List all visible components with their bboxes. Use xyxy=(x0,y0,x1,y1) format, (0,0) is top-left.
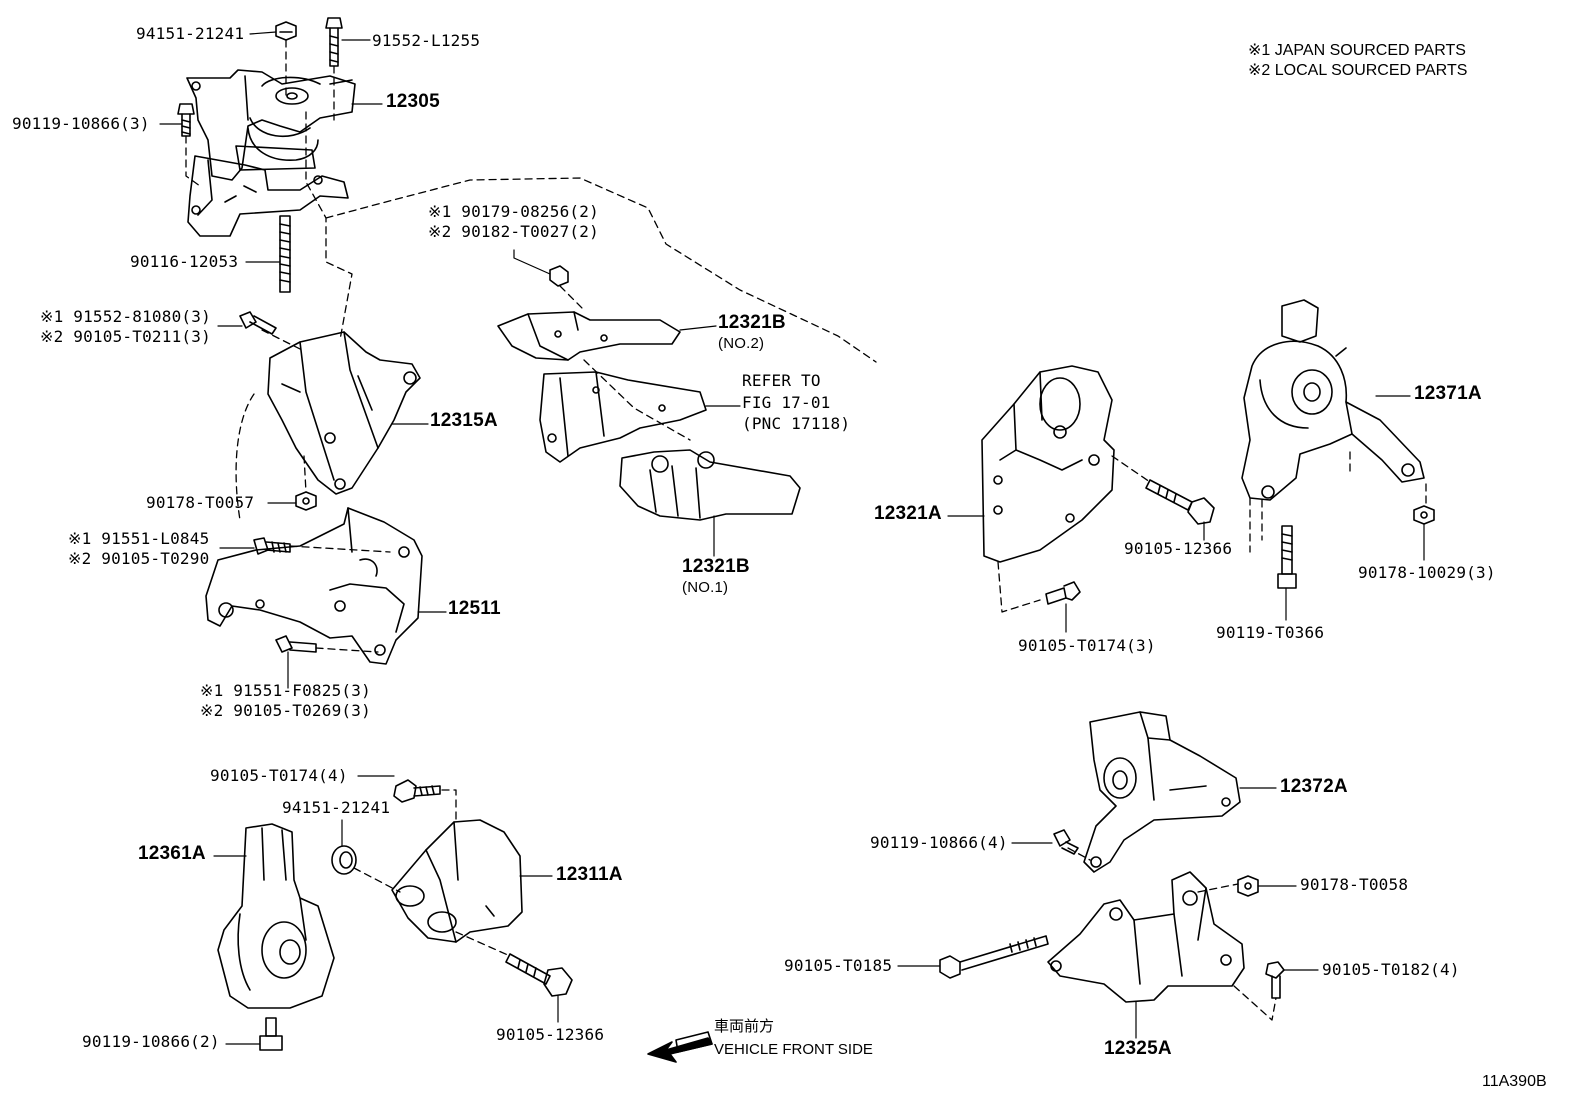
label-90178-T0058: 90178-T0058 xyxy=(1300,875,1409,894)
label-90179-08256: ※1 90179-08256(2) xyxy=(428,202,599,221)
label-90105-T0290: ※2 90105-T0290 xyxy=(68,549,210,568)
label-94151-21241-top: 94151-21241 xyxy=(136,24,245,43)
dashed-reference-lines xyxy=(185,39,1427,1021)
part-12305-engine-mount xyxy=(186,69,356,181)
label-12321A: 12321A xyxy=(874,503,942,524)
label-90105-T0269: ※2 90105-T0269(3) xyxy=(200,701,371,720)
label-90105-12366-right: 90105-12366 xyxy=(1124,539,1233,558)
bolt-91551-L0845 xyxy=(253,537,291,555)
label-90119-10866-4: 90119-10866(4) xyxy=(870,833,1008,852)
label-12315A: 12315A xyxy=(430,410,498,431)
nut-90178-T0057 xyxy=(295,491,317,511)
figure-id: 11A390B xyxy=(1482,1073,1547,1090)
note-local-sourced: ※2 LOCAL SOURCED PARTS xyxy=(1248,62,1468,79)
nut-90178-T0058 xyxy=(1237,875,1259,897)
label-fig-17-01: FIG 17-01 xyxy=(742,393,831,412)
part-12372A-mount xyxy=(1083,711,1241,873)
vehicle-front-arrow xyxy=(647,1031,713,1063)
bolt-90105-T0185 xyxy=(939,935,1049,979)
part-12315A-bracket xyxy=(267,331,421,495)
bolt-91551-F0825 xyxy=(275,635,317,653)
label-90119-10866-2: 90119-10866(2) xyxy=(82,1032,220,1051)
bolt-90119-10866-2 xyxy=(259,1017,283,1051)
bolt-90105-12366-bottom xyxy=(505,953,573,997)
label-90119-T0366: 90119-T0366 xyxy=(1216,623,1325,642)
part-refer-fig-17-01-bracket xyxy=(539,371,707,463)
label-90116-12053: 90116-12053 xyxy=(130,252,239,271)
label-90105-T0211: ※2 90105-T0211(3) xyxy=(40,327,211,346)
part-12321A-bracket xyxy=(981,365,1115,563)
label-90105-12366-bottom: 90105-12366 xyxy=(496,1025,605,1044)
label-90105-T0182-4: 90105-T0182(4) xyxy=(1322,960,1460,979)
bolt-90105-T0174-4 xyxy=(393,779,441,803)
label-no2: (NO.2) xyxy=(718,335,765,352)
part-12321B-no2 xyxy=(497,311,681,361)
label-12321B-no1: 12321B xyxy=(682,556,750,577)
label-91552-81080: ※1 91552-81080(3) xyxy=(40,307,211,326)
label-90119-10866-3: 90119-10866(3) xyxy=(12,114,150,133)
label-12372A: 12372A xyxy=(1280,776,1348,797)
part-12325A-bracket xyxy=(1047,871,1245,1003)
bolt-90105-T0182-4 xyxy=(1265,961,1285,999)
label-refer-to: REFER TO xyxy=(742,371,821,390)
label-12321B-no2: 12321B xyxy=(718,312,786,333)
label-12311A: 12311A xyxy=(556,864,623,885)
nut-90179-08256 xyxy=(549,265,569,287)
bolt-90119-T0366 xyxy=(1277,525,1297,589)
part-12321B-no1 xyxy=(619,449,801,521)
label-12511: 12511 xyxy=(448,598,501,619)
label-no1: (NO.1) xyxy=(682,579,729,596)
part-12311A-bracket xyxy=(391,819,523,943)
label-90105-T0174-3: 90105-T0174(3) xyxy=(1018,636,1156,655)
bolt-90119-10866-left xyxy=(177,103,195,137)
nut-94151-21241-top xyxy=(275,21,297,41)
part-12511-bracket xyxy=(205,507,423,665)
part-12361A-mount xyxy=(217,823,335,1009)
bolt-91552-81080 xyxy=(239,311,277,335)
label-12325A: 12325A xyxy=(1104,1038,1172,1059)
label-91552-L1255: 91552-L1255 xyxy=(372,31,481,50)
note-japan-sourced: ※1 JAPAN SOURCED PARTS xyxy=(1248,42,1466,59)
leader-lines xyxy=(159,31,1425,1045)
nut-94151-21241-mid xyxy=(331,845,357,875)
part-12305-bracket xyxy=(187,155,349,237)
label-90182-T0027: ※2 90182-T0027(2) xyxy=(428,222,599,241)
label-vehicle-front-en: VEHICLE FRONT SIDE xyxy=(714,1041,873,1058)
bolt-91552-L1255 xyxy=(325,17,343,67)
label-12305: 12305 xyxy=(386,91,440,112)
label-12371A: 12371A xyxy=(1414,383,1482,404)
nut-90178-10029 xyxy=(1413,505,1435,525)
label-90178-T0057: 90178-T0057 xyxy=(146,493,255,512)
part-12371A-mount xyxy=(1241,299,1425,501)
label-90178-10029: 90178-10029(3) xyxy=(1358,563,1496,582)
bolt-90119-10866-4 xyxy=(1053,829,1079,855)
label-vehicle-front-jp: 車両前方 xyxy=(714,1018,775,1035)
label-91551-F0825: ※1 91551-F0825(3) xyxy=(200,681,371,700)
label-91551-L0845: ※1 91551-L0845 xyxy=(68,529,210,548)
bolt-90105-T0174-3 xyxy=(1045,581,1081,605)
label-pnc-17118: (PNC 17118) xyxy=(742,414,851,433)
label-90105-T0174-4: 90105-T0174(4) xyxy=(210,766,348,785)
bolt-90105-12366-right xyxy=(1145,479,1215,525)
stud-90116-12053 xyxy=(279,215,291,293)
label-94151-21241-mid: 94151-21241 xyxy=(282,798,391,817)
label-12361A: 12361A xyxy=(138,843,206,864)
label-90105-T0185: 90105-T0185 xyxy=(784,956,893,975)
